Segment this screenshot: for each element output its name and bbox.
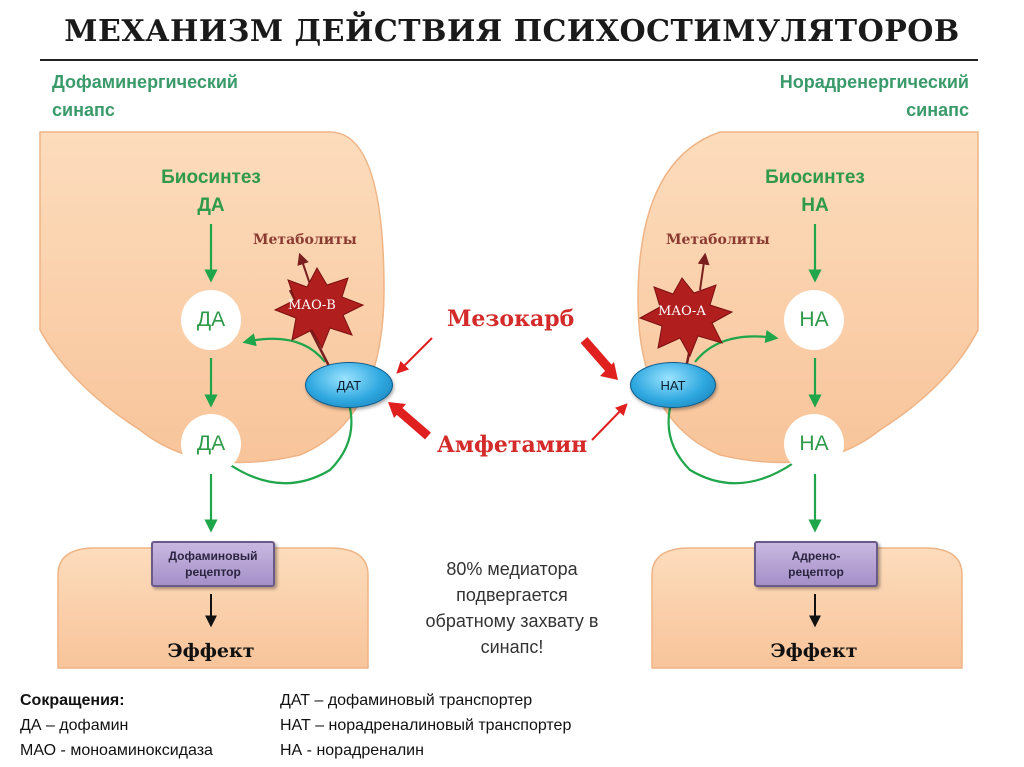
right-synapse-label-line1: Норадренергический <box>779 72 969 92</box>
left-biosynthesis-label: Биосинтез ДА <box>141 164 281 220</box>
title-underline <box>40 59 978 61</box>
abbreviation-item: НАТ – норадреналиновый транспортер <box>280 717 572 734</box>
mesocarb-arrow-to-dat <box>396 337 433 374</box>
abbreviations-left: Сокращения: ДА – дофамин МАО - моноамино… <box>20 688 213 763</box>
right-metabolite-arrow <box>697 252 710 291</box>
right-mediator-bottom: НА <box>784 414 844 474</box>
amphetamine-arrow-to-nat <box>591 403 628 441</box>
right-metabolites-label: Метаболиты <box>666 232 770 248</box>
note-line2: подвергается <box>456 585 568 605</box>
right-postsynaptic-cell <box>651 547 963 669</box>
abbreviation-item: НА - норадреналин <box>280 742 424 759</box>
abbreviation-item: ДА – дофамин <box>20 717 129 734</box>
left-reuptake-loop <box>225 399 353 485</box>
right-reuptake-loop <box>667 399 796 485</box>
note-line1: 80% медиатора <box>446 559 578 579</box>
left-synapse-label-line1: Дофаминергический <box>52 72 238 92</box>
left-receptor-line1: Дофаминовый <box>168 549 258 563</box>
left-mao-label: МАО-В <box>288 298 336 313</box>
left-arrow-reuptake-to-da <box>242 333 326 363</box>
right-mao-star <box>638 277 734 358</box>
right-effect: Эффект <box>770 640 858 662</box>
amphetamine-arrow-to-dat <box>395 406 431 440</box>
left-effect: Эффект <box>167 640 255 662</box>
right-biosynthesis-label: Биосинтез НА <box>745 164 885 220</box>
abbreviation-item: МАО - моноаминоксидаза <box>20 742 213 759</box>
left-mao-star <box>273 266 365 350</box>
left-synapse-label-line2: синапс <box>52 100 115 120</box>
page-title: МЕХАНИЗМ ДЕЙСТВИЯ ПСИХОСТИМУЛЯТОРОВ <box>64 14 960 49</box>
reuptake-note: 80% медиатора подвергается обратному зах… <box>380 556 644 660</box>
left-synapse-label: Дофаминергический синапс <box>52 68 238 124</box>
right-biosynthesis-line2: НА <box>801 195 829 216</box>
amphetamine-arrow-to-dat-head <box>388 402 406 418</box>
left-postsynaptic-cell <box>57 547 369 669</box>
left-biosynthesis-line1: Биосинтез <box>161 167 261 188</box>
right-transporter-nat: НАТ <box>630 362 716 408</box>
note-line4: синапс! <box>480 637 544 657</box>
mesocarb-arrow-to-nat-head <box>600 362 618 380</box>
right-receptor-line2: рецептор <box>788 565 844 579</box>
right-arrow-reuptake-to-na <box>694 329 779 363</box>
left-receptor-line2: рецептор <box>185 565 241 579</box>
right-mao-label: МАО-А <box>658 304 707 319</box>
abbreviation-item: ДАТ – дофаминовый транспортер <box>280 692 533 709</box>
right-receptor-line1: Адрено- <box>791 549 841 563</box>
drug-amphetamine: Амфетамин <box>437 432 588 458</box>
right-receptor: Адрено- рецептор <box>754 541 878 587</box>
left-mediator-top: ДА <box>181 290 241 350</box>
right-synapse-label-line2: синапс <box>906 100 969 120</box>
abbreviations-heading: Сокращения: <box>20 692 125 709</box>
left-transporter-dat: ДАТ <box>305 362 393 408</box>
left-metabolites-label: Метаболиты <box>253 232 357 248</box>
left-biosynthesis-line2: ДА <box>197 195 225 216</box>
left-mediator-bottom: ДА <box>181 414 241 474</box>
note-line3: обратному захвату в <box>425 611 599 631</box>
abbreviations-right: ДАТ – дофаминовый транспортер НАТ – нора… <box>280 688 571 763</box>
left-receptor: Дофаминовый рецептор <box>151 541 275 587</box>
right-synapse-label: Норадренергический синапс <box>780 68 969 124</box>
drug-mesocarb: Мезокарб <box>447 306 575 332</box>
right-mediator-top: НА <box>784 290 844 350</box>
right-biosynthesis-line1: Биосинтез <box>765 167 865 188</box>
mesocarb-arrow-to-nat <box>580 337 616 375</box>
